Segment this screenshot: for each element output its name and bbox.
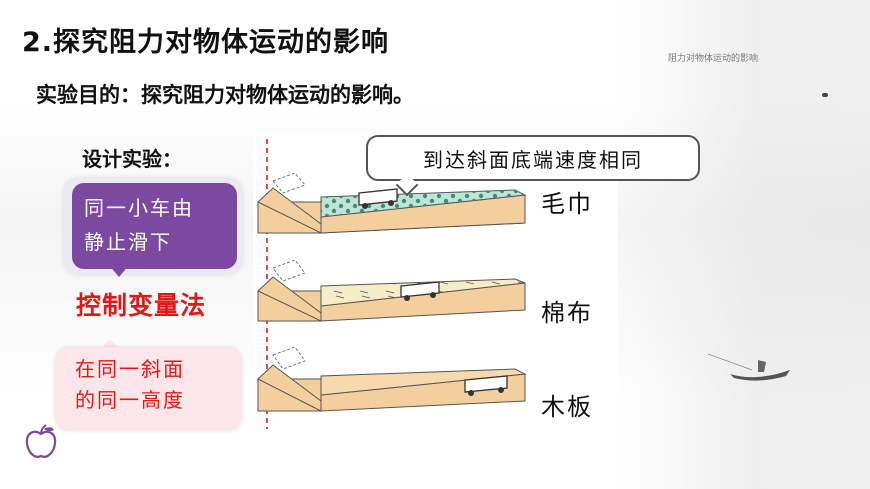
watermark-subtitle: 阻力对物体运动的影响 (668, 54, 759, 64)
apple-icon (25, 424, 57, 458)
callout-same-slope-box (55, 347, 242, 431)
surface-label-cloth: 棉布 (541, 299, 593, 327)
cart-start-towel (272, 172, 306, 194)
surface-label-wood: 木板 (541, 393, 593, 421)
method-label: 控制变量法 (76, 291, 207, 320)
callout-same-speed: 到达斜面底端速度相同 (366, 135, 700, 181)
surface-label-towel: 毛巾 (541, 190, 593, 218)
cart-towel (358, 188, 398, 206)
callout-same-slope: 在同一斜面 的同一高度 (75, 354, 235, 416)
decorative-mark (822, 93, 828, 97)
design-experiment-label: 设计实验： (82, 147, 182, 171)
callout-same-cart-tail (108, 264, 130, 277)
track-towel (257, 172, 527, 234)
cart-wood (464, 375, 508, 393)
callout-same-slope-line1: 在同一斜面 (75, 357, 185, 381)
experiment-purpose: 实验目的：探究阻力对物体运动的影响。 (36, 83, 414, 107)
cart-start-wood (272, 346, 306, 370)
callout-same-slope-tail (100, 339, 120, 350)
boat-icon (707, 353, 790, 381)
ramp-diagram-svg (257, 139, 527, 429)
cart-start-cloth (272, 259, 306, 282)
callout-same-cart-line2: 静止滑下 (84, 230, 172, 254)
experiment-diagram (253, 133, 618, 431)
cart-cloth (400, 281, 440, 298)
callout-same-cart-line1: 同一小车由 (84, 196, 194, 220)
callout-same-slope-line2: 的同一高度 (75, 388, 185, 412)
background-mountain-decoration (615, 0, 870, 489)
slide-title: 2.探究阻力对物体运动的影响 (22, 27, 390, 58)
track-wood (257, 346, 527, 412)
callout-same-cart: 同一小车由 静止滑下 (72, 183, 237, 269)
track-cloth (257, 259, 526, 322)
